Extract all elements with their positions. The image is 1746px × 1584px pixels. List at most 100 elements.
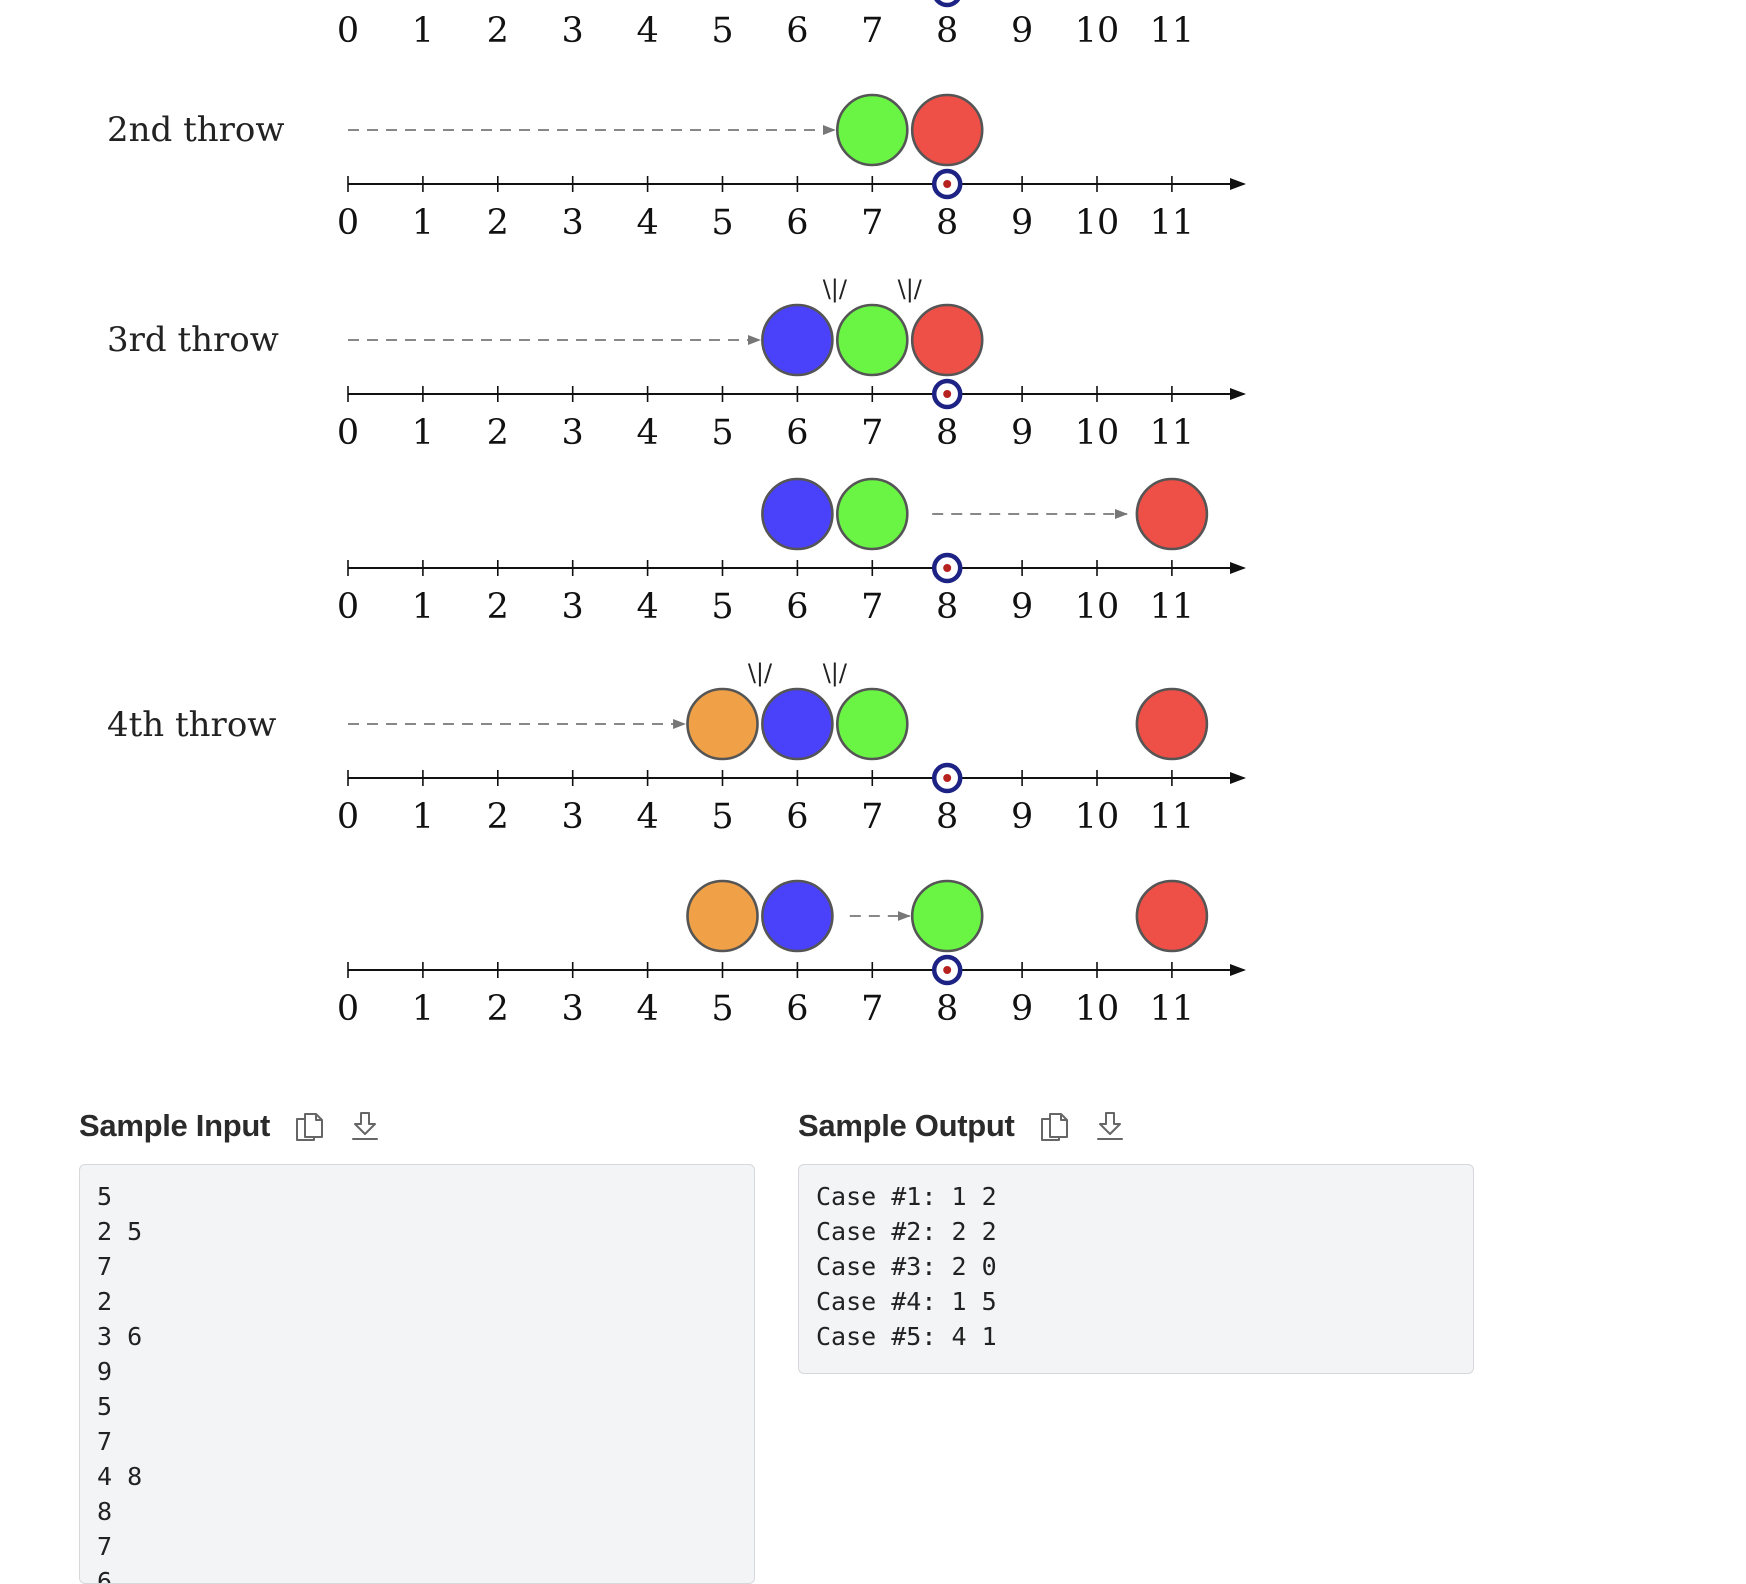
copy-icon[interactable]: [292, 1109, 326, 1143]
tick-label: 1: [412, 797, 434, 837]
tick-label: 2: [487, 413, 509, 453]
tick-label: 9: [1011, 11, 1033, 51]
tick-label: 8: [936, 11, 958, 51]
tick-label: 10: [1075, 587, 1120, 627]
tick-label: 11: [1150, 797, 1195, 837]
copy-icon[interactable]: [1037, 1109, 1071, 1143]
throw-label-3rd: 3rd throw: [107, 320, 279, 360]
ball-green: [835, 93, 909, 167]
tick-label: 5: [711, 11, 733, 51]
sample-output-title: Sample Output: [798, 1108, 1015, 1143]
collision-mark: \|/: [748, 659, 773, 687]
tick-label: 5: [711, 989, 733, 1029]
throw-label-4th: 4th throw: [107, 705, 277, 745]
tick-label: 4: [636, 11, 658, 51]
tick-label: 5: [711, 587, 733, 627]
ball-orange: [686, 879, 759, 953]
tick-label: 4: [636, 203, 658, 243]
tick-label: 6: [786, 797, 808, 837]
sample-output-header: Sample Output: [798, 1096, 1127, 1156]
sample-input-box[interactable]: 5 2 5 7 2 3 6 9 5 7 4 8 8 7 6: [79, 1164, 755, 1584]
tick-label: 6: [786, 203, 808, 243]
throw-label-2nd: 2nd throw: [107, 110, 285, 150]
tick-label: 2: [487, 989, 509, 1029]
tick-label: 3: [562, 797, 584, 837]
tick-label: 4: [636, 797, 658, 837]
collision-mark: \|/: [898, 275, 923, 303]
sample-input-header: Sample Input: [79, 1096, 382, 1156]
ball-red: [1135, 477, 1209, 551]
sample-output-box[interactable]: Case #1: 1 2 Case #2: 2 2 Case #3: 2 0 C…: [798, 1164, 1474, 1374]
tick-label: 7: [861, 587, 883, 627]
tick-label: 6: [786, 989, 808, 1029]
tick-label: 5: [711, 413, 733, 453]
tick-label: 10: [1075, 203, 1120, 243]
download-icon[interactable]: [1093, 1109, 1127, 1143]
tick-label: 7: [861, 797, 883, 837]
tick-label: 2: [487, 587, 509, 627]
tick-label: 7: [861, 11, 883, 51]
tick-label: 0: [337, 413, 359, 453]
tick-label: 7: [861, 413, 883, 453]
download-icon[interactable]: [348, 1109, 382, 1143]
tick-label: 3: [562, 989, 584, 1029]
tick-label: 1: [412, 203, 434, 243]
tick-label: 6: [786, 587, 808, 627]
tick-label: 0: [337, 587, 359, 627]
tick-label: 8: [936, 989, 958, 1029]
tick-label: 0: [337, 203, 359, 243]
collision-mark: \|/: [823, 275, 848, 303]
ball-orange: [686, 687, 759, 761]
tick-label: 3: [562, 11, 584, 51]
tick-label: 9: [1011, 413, 1033, 453]
tick-label: 4: [636, 989, 658, 1029]
tick-label: 3: [562, 203, 584, 243]
sample-input-title: Sample Input: [79, 1108, 271, 1143]
tick-label: 3: [562, 587, 584, 627]
tick-label: 0: [337, 11, 359, 51]
tick-label: 4: [636, 587, 658, 627]
target-ring: [934, 0, 961, 8]
tick-label: 8: [936, 203, 958, 243]
ball-red: [1135, 879, 1209, 953]
tick-label: 11: [1150, 989, 1195, 1029]
ball-green: [835, 303, 909, 377]
tick-label: 11: [1150, 203, 1195, 243]
tick-label: 11: [1150, 11, 1195, 51]
tick-label: 0: [337, 797, 359, 837]
collision-mark: \|/: [823, 659, 848, 687]
tick-label: 10: [1075, 989, 1120, 1029]
ball-blue: [761, 477, 834, 551]
tick-label: 1: [412, 413, 434, 453]
tick-label: 4: [636, 413, 658, 453]
target-center: [943, 390, 952, 398]
ball-blue: [761, 879, 834, 953]
ball-green: [835, 477, 909, 551]
target-center: [943, 564, 952, 572]
tick-label: 8: [936, 587, 958, 627]
tick-label: 2: [487, 797, 509, 837]
tick-label: 10: [1075, 797, 1120, 837]
ball-blue: [761, 687, 834, 761]
tick-label: 10: [1075, 413, 1120, 453]
tick-label: 1: [412, 989, 434, 1029]
ball-green: [835, 687, 909, 761]
tick-label: 0: [337, 989, 359, 1029]
target-center: [943, 966, 952, 974]
ball-blue: [761, 303, 834, 377]
tick-label: 2: [487, 203, 509, 243]
tick-label: 6: [786, 413, 808, 453]
ball-red: [910, 93, 984, 167]
ball-red: [910, 303, 984, 377]
tick-label: 1: [412, 587, 434, 627]
tick-label: 10: [1075, 11, 1120, 51]
tick-label: 3: [562, 413, 584, 453]
ball-green: [910, 879, 984, 953]
tick-label: 7: [861, 989, 883, 1029]
tick-label: 7: [861, 203, 883, 243]
